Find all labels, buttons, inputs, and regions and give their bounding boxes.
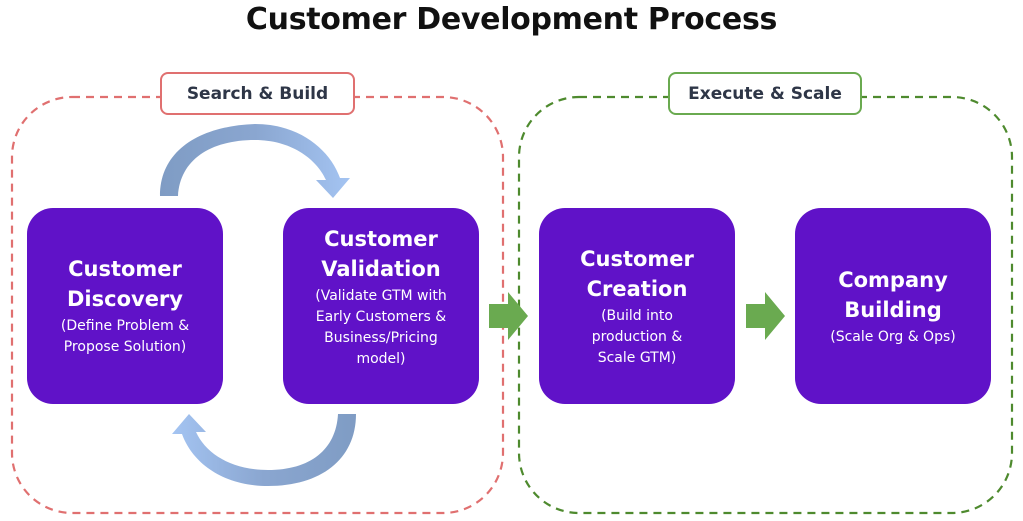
stage-customer-discovery[interactable]: Customer Discovery (Define Problem & Pro…	[27, 208, 223, 404]
phase-label-execute-scale: Execute & Scale	[668, 72, 862, 115]
stage-title-line2: Discovery	[67, 287, 183, 311]
stage-title-line1: Customer	[324, 227, 438, 251]
stage-description: (Validate GTM with Early Customers & Bus…	[315, 288, 447, 367]
flow-arrow-creation-to-building-icon	[746, 292, 785, 340]
stage-company-building[interactable]: Company Building (Scale Org & Ops)	[795, 208, 991, 404]
stage-title-line1: Company	[838, 267, 948, 292]
stage-title-line2: Validation	[321, 257, 441, 281]
loop-arrow-top-icon	[160, 124, 350, 198]
diagram-title: Customer Development Process	[245, 2, 778, 37]
stage-title-line2: Creation	[586, 276, 688, 301]
stage-customer-creation[interactable]: Customer Creation (Build into production…	[539, 208, 735, 404]
stage-title-line2: Building	[844, 297, 942, 322]
stage-customer-validation[interactable]: Customer Validation (Validate GTM with E…	[283, 208, 479, 404]
phase-label-search-build: Search & Build	[160, 72, 355, 115]
stage-description: (Build into production & Scale GTM)	[591, 307, 683, 366]
stage-title-line1: Customer	[580, 246, 694, 271]
stage-title-line1: Customer	[68, 257, 182, 281]
loop-arrow-bottom-icon	[172, 414, 356, 486]
stage-description: (Scale Org & Ops)	[830, 328, 956, 345]
flow-arrow-validation-to-creation-icon	[489, 292, 528, 340]
stage-description: (Define Problem & Propose Solution)	[60, 318, 190, 355]
